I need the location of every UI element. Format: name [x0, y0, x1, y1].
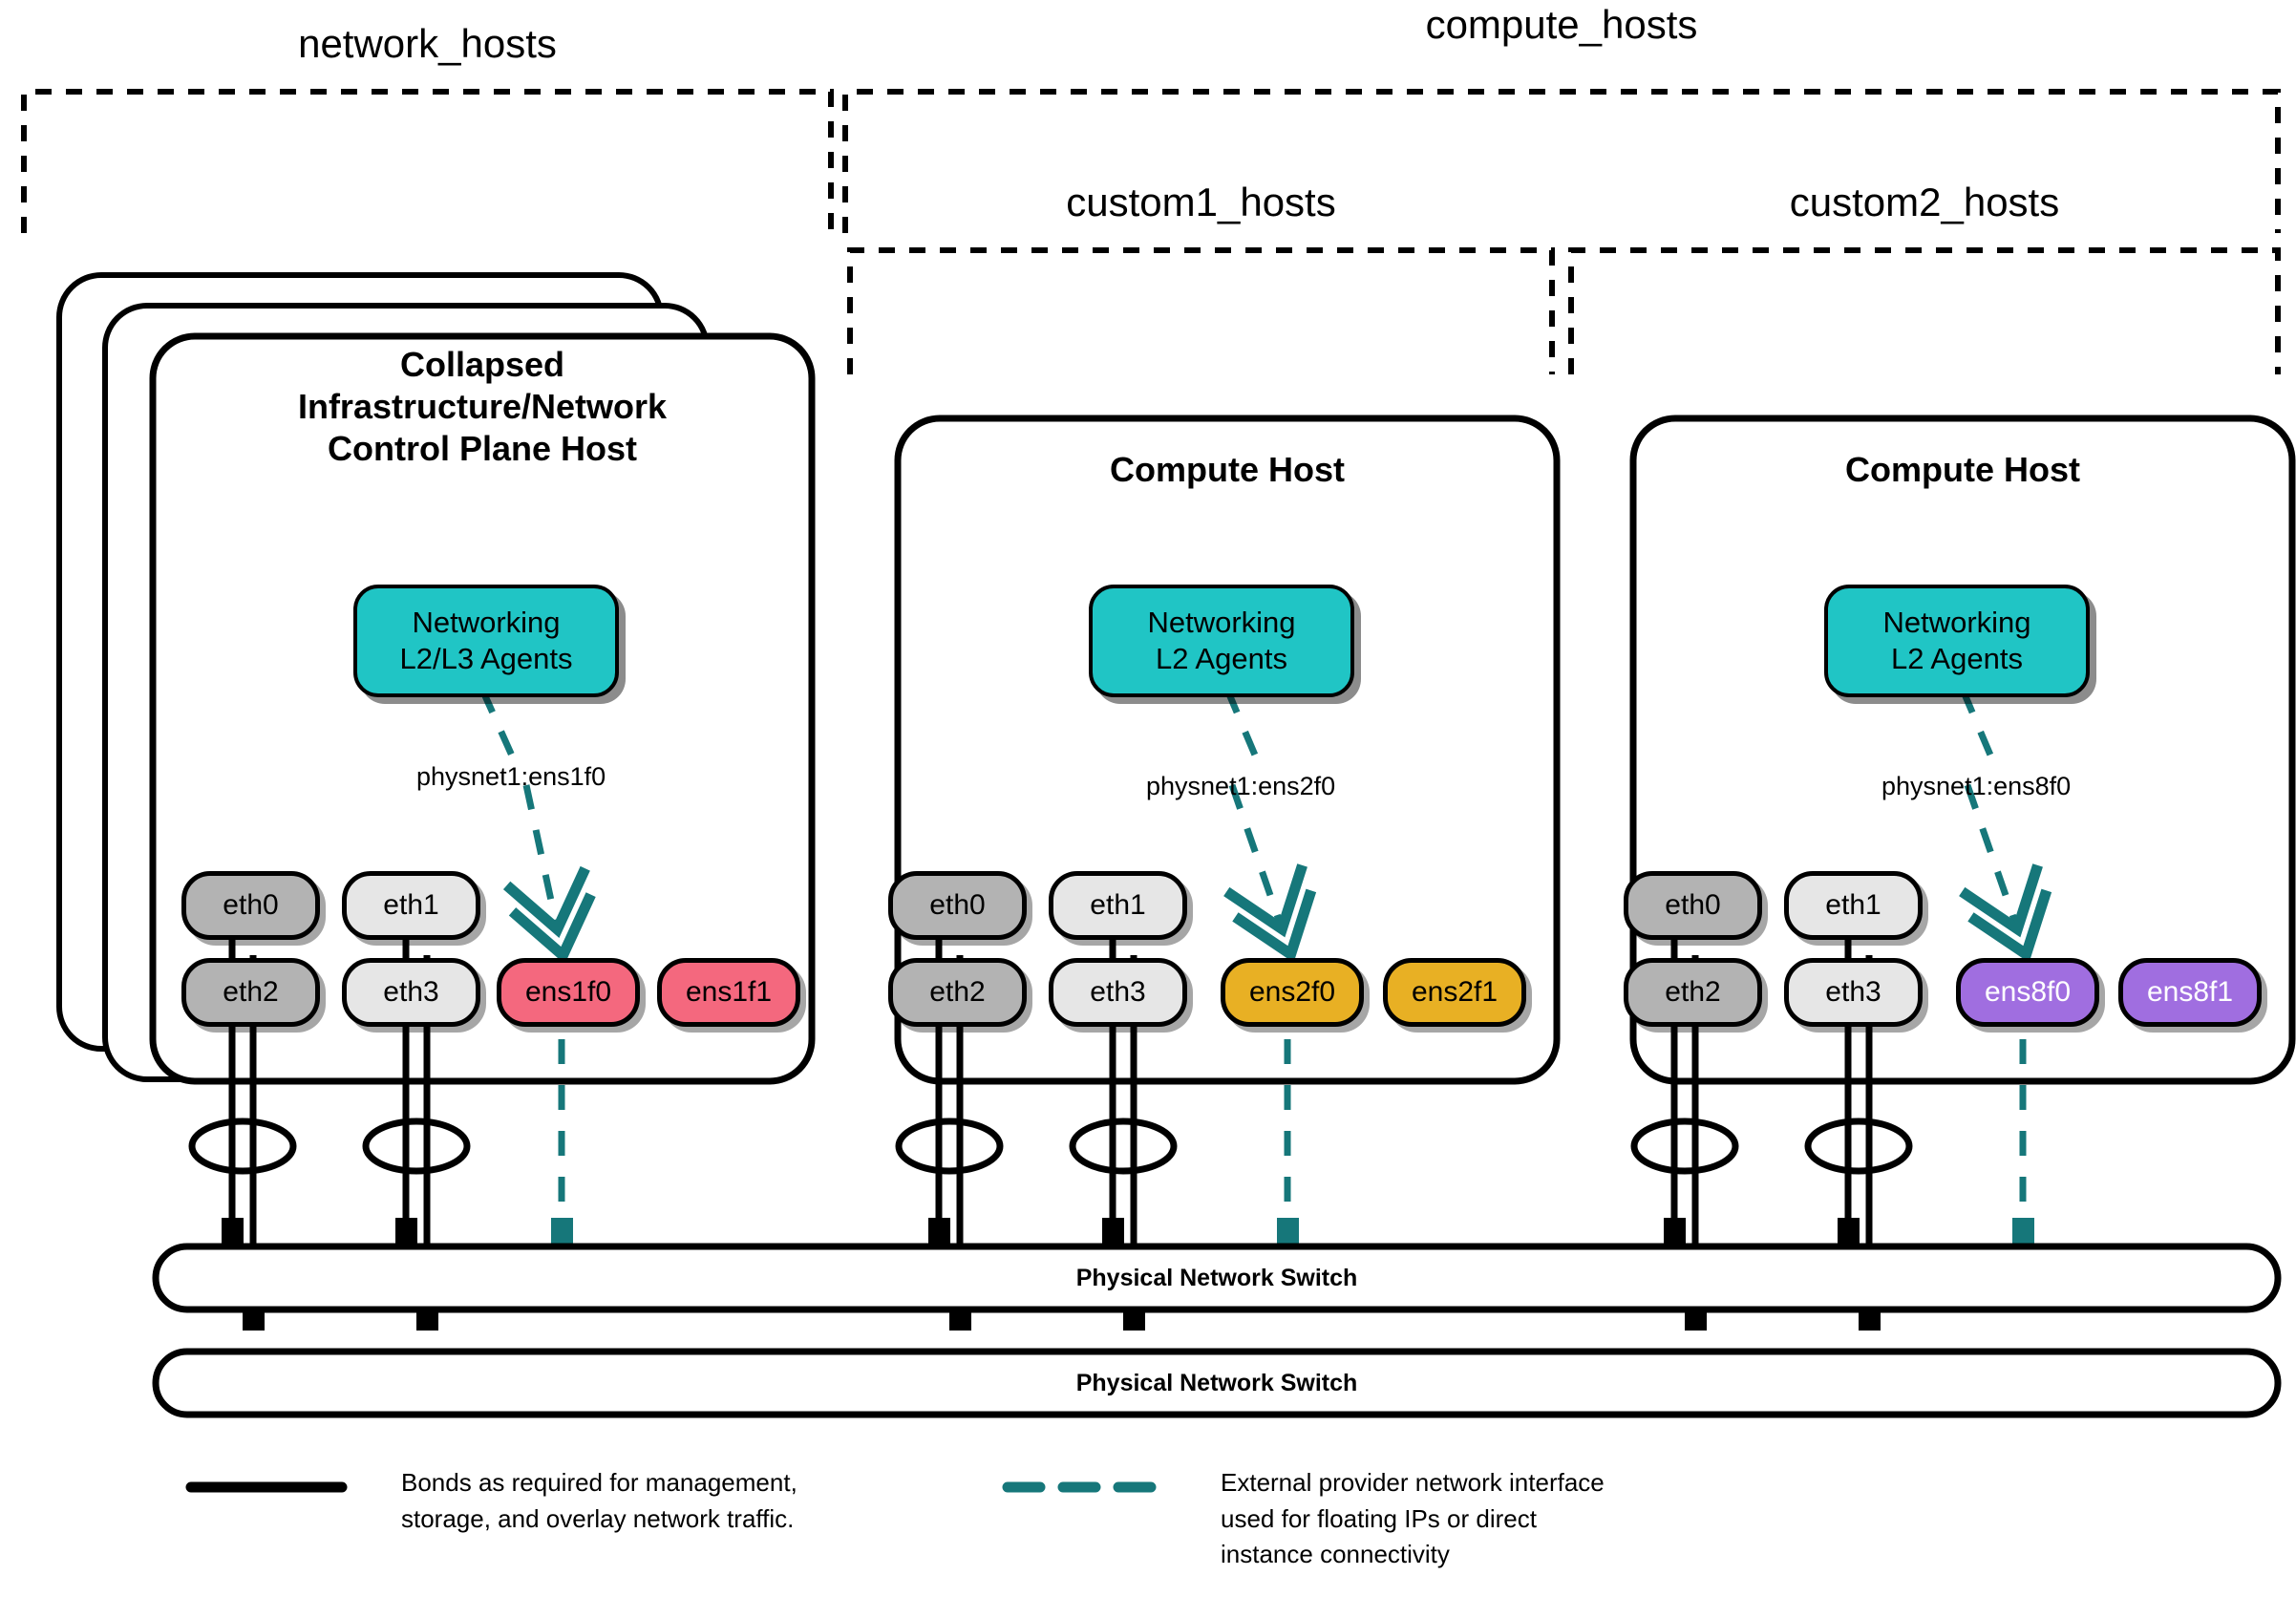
group-outline-network-hosts — [21, 89, 834, 233]
physical-network-switch-bottom[interactable] — [152, 1348, 2282, 1418]
nic-host3-ens8f1[interactable]: ens8f1 — [2118, 958, 2262, 1027]
nic-host1-eth2[interactable]: eth2 — [181, 958, 320, 1027]
switch-connector-provider-host1 — [551, 1218, 573, 1249]
nic-host1-eth1[interactable]: eth1 — [342, 871, 480, 940]
switch-label-top: Physical Network Switch — [1075, 1265, 1358, 1291]
physnet-label-host1: physnet1:ens1f0 — [416, 762, 606, 791]
host-title-compute-1: Compute Host — [1110, 450, 1345, 489]
bond-ellipse-host3-b — [1804, 1118, 1913, 1175]
nic-host2-eth3[interactable]: eth3 — [1049, 958, 1187, 1027]
bond-ellipse-host3-a — [1630, 1118, 1739, 1175]
nic-host3-eth0[interactable]: eth0 — [1624, 871, 1762, 940]
host-title-compute-2: Compute Host — [1845, 450, 2080, 489]
nic-host3-ens8f0[interactable]: ens8f0 — [1956, 958, 2099, 1027]
legend-provider-text: External provider network interface used… — [1221, 1468, 1605, 1569]
group-label-compute-hosts: compute_hosts — [1425, 2, 1698, 47]
group-label-custom2-hosts: custom2_hosts — [1789, 180, 2060, 224]
group-label-network-hosts: network_hosts — [298, 21, 557, 66]
agent-box-host3[interactable]: Networking L2 Agents — [1824, 585, 2090, 697]
group-outline-custom2-hosts — [1568, 247, 2281, 374]
nic-host2-eth1[interactable]: eth1 — [1049, 871, 1187, 940]
provider-link-host1 — [478, 688, 596, 1230]
physical-network-switch-top[interactable] — [152, 1243, 2282, 1313]
nic-host2-ens2f0[interactable]: ens2f0 — [1221, 958, 1364, 1027]
switch-label-bottom: Physical Network Switch — [1075, 1370, 1358, 1396]
group-outline-custom1-hosts — [847, 247, 1555, 374]
switch-connector-provider-host3 — [2012, 1218, 2034, 1249]
host-title-collapsed-control-plane: Collapsed Infrastructure/Network Control… — [297, 345, 668, 468]
provider-link-host3 — [1959, 688, 2052, 1230]
nic-host1-ens1f0[interactable]: ens1f0 — [497, 958, 640, 1027]
nic-host2-eth2[interactable]: eth2 — [888, 958, 1027, 1027]
agent-box-host1[interactable]: Networking L2/L3 Agents — [353, 585, 619, 697]
agent-box-host2[interactable]: Networking L2 Agents — [1089, 585, 1354, 697]
nic-host2-ens2f1[interactable]: ens2f1 — [1383, 958, 1526, 1027]
group-label-custom1-hosts: custom1_hosts — [1066, 180, 1336, 224]
physnet-label-host2: physnet1:ens2f0 — [1146, 772, 1336, 800]
provider-link-host2 — [1223, 688, 1317, 1230]
bond-ellipse-host1-b — [362, 1118, 471, 1175]
nic-host3-eth3[interactable]: eth3 — [1784, 958, 1923, 1027]
legend-bond-text: Bonds as required for management, storag… — [401, 1468, 797, 1533]
bond-ellipse-host2-b — [1069, 1118, 1178, 1175]
nic-host3-eth1[interactable]: eth1 — [1784, 871, 1923, 940]
nic-host1-eth0[interactable]: eth0 — [181, 871, 320, 940]
nic-host1-eth3[interactable]: eth3 — [342, 958, 480, 1027]
nic-host2-eth0[interactable]: eth0 — [888, 871, 1027, 940]
group-outline-compute-hosts — [842, 89, 2281, 233]
bond-ellipse-host1-a — [188, 1118, 297, 1175]
physnet-label-host3: physnet1:ens8f0 — [1881, 772, 2072, 800]
switch-connector-provider-host2 — [1277, 1218, 1299, 1249]
nic-host3-eth2[interactable]: eth2 — [1624, 958, 1762, 1027]
bond-ellipse-host2-a — [895, 1118, 1004, 1175]
nic-host1-ens1f1[interactable]: ens1f1 — [657, 958, 800, 1027]
